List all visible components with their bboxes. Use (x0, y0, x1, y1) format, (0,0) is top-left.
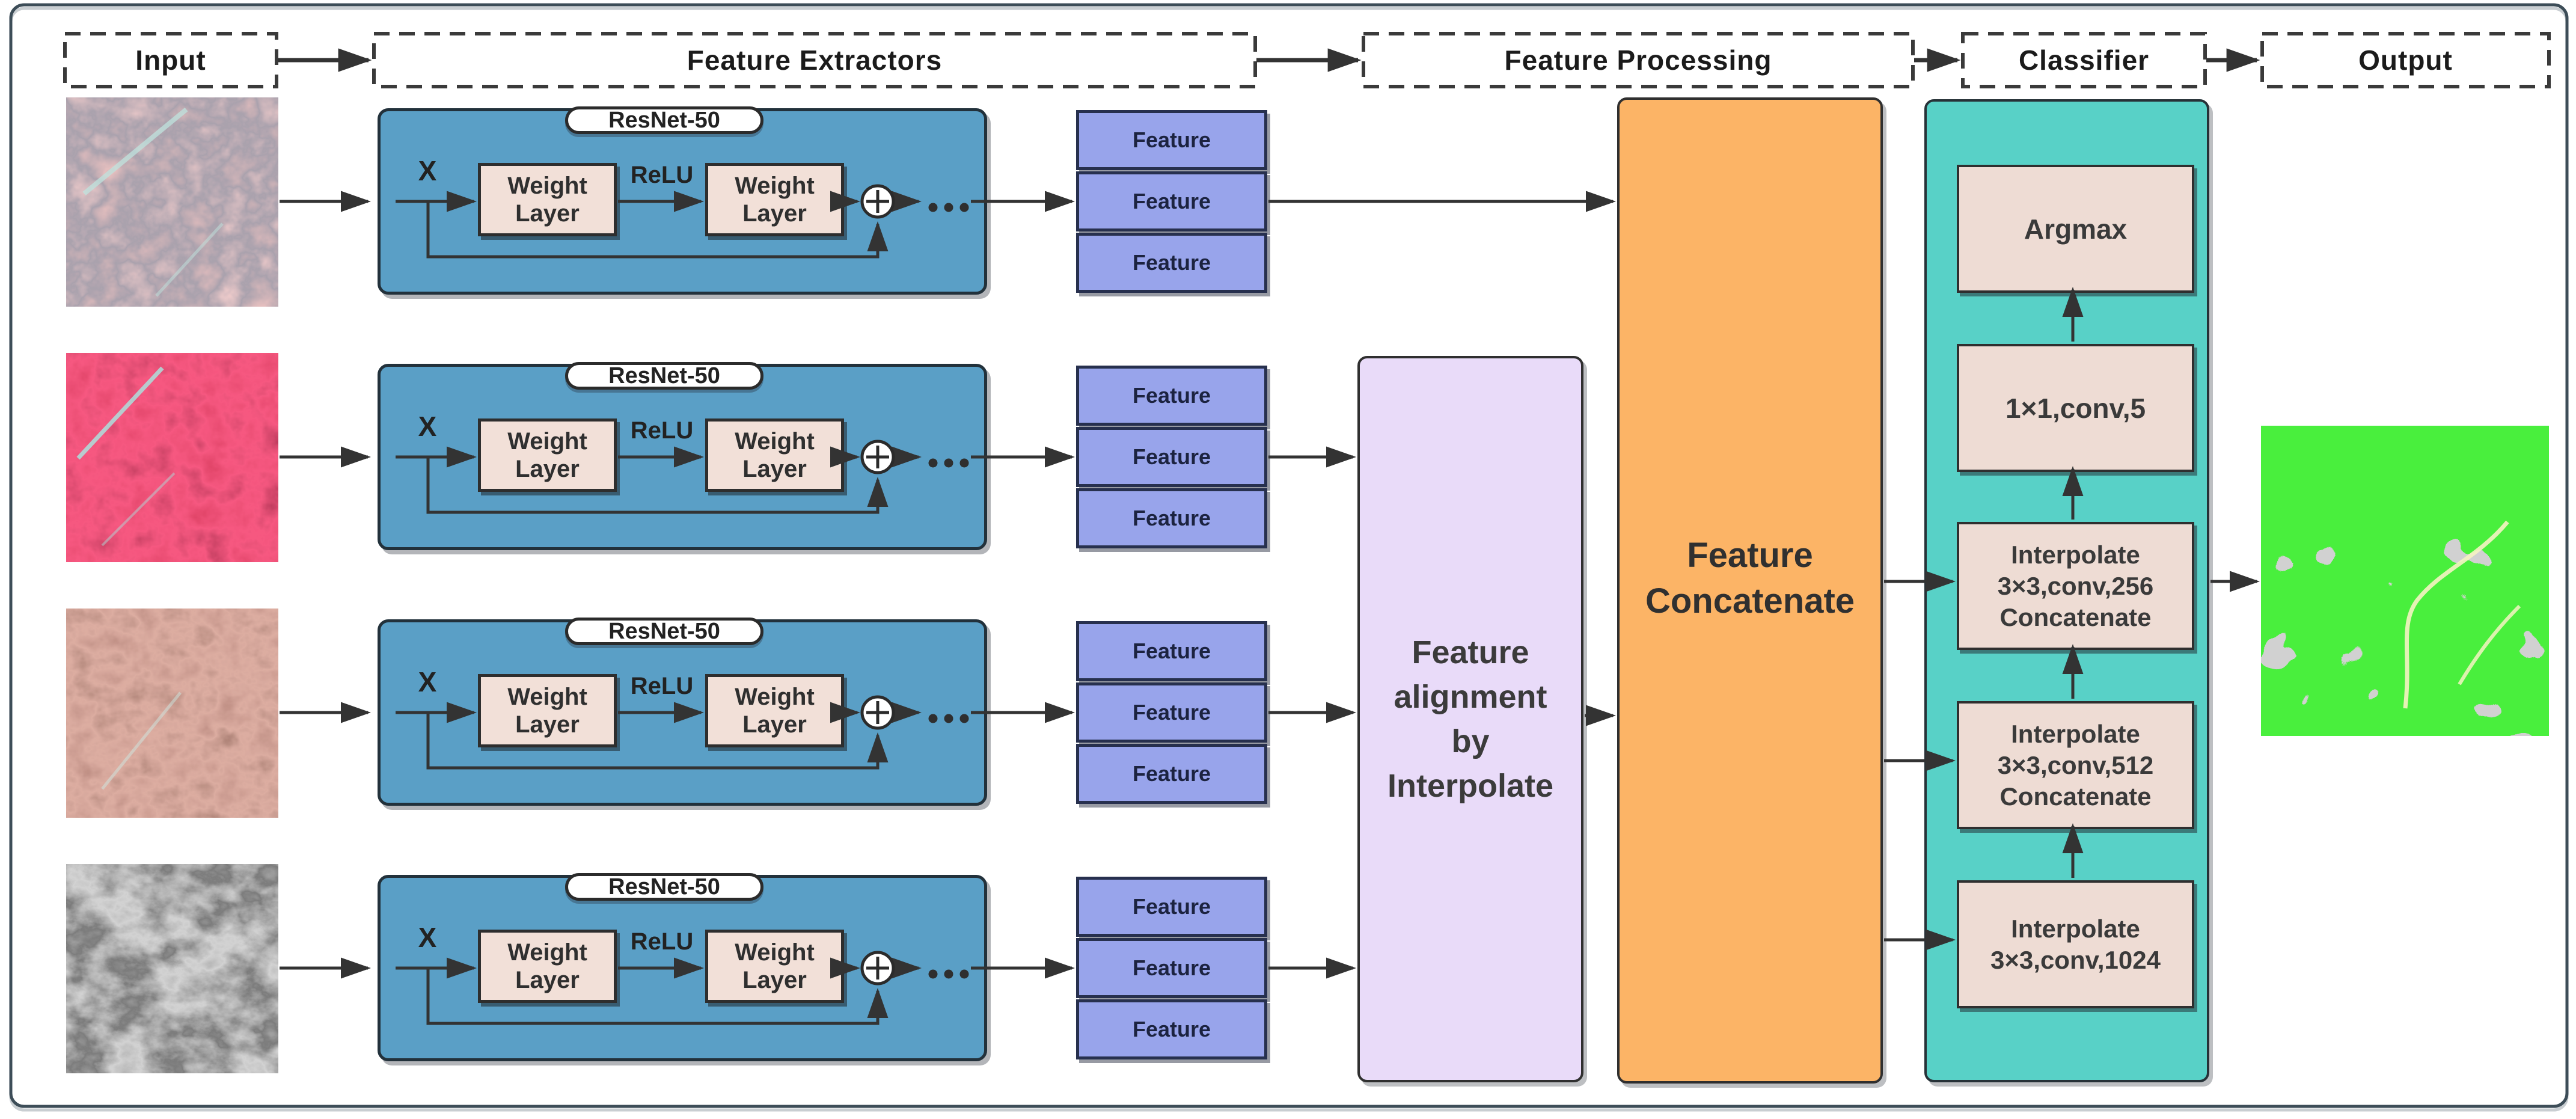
concatenate-line: Feature (1687, 536, 1813, 575)
alignment-line: alignment (1394, 679, 1547, 715)
interp256-line: 3×3,conv,256 (1997, 571, 2154, 600)
interp512-line: Interpolate (2011, 719, 2140, 748)
weight-layer-line: Layer (742, 967, 807, 993)
resnet-block (378, 619, 987, 806)
conv1x1-box: 1×1,conv,5 (1957, 344, 2194, 472)
header-feature-extractors: Feature Extractors (374, 34, 1255, 87)
residual-input-label: X (418, 922, 437, 953)
resnet-label-text: ResNet-50 (608, 363, 720, 388)
alignment-line: by (1451, 723, 1490, 759)
resnet-label: ResNet-50 (565, 873, 763, 901)
feature-box: Feature (1076, 171, 1267, 231)
header-classifier: Classifier (1963, 34, 2205, 87)
weight-layer-line: Weight (507, 684, 587, 710)
feature-box: Feature (1076, 110, 1267, 170)
weight-layer-line: Weight (735, 173, 815, 199)
interp256-line: Concatenate (1999, 602, 2152, 631)
interp1024-box: Interpolate 3×3,conv,1024 (1957, 880, 2194, 1008)
feature-box: Feature (1076, 233, 1267, 293)
argmax-box: Argmax (1957, 165, 2194, 293)
weight-layer-line: Layer (742, 711, 807, 738)
resnet-label: ResNet-50 (565, 362, 763, 390)
argmax-label: Argmax (2024, 213, 2128, 245)
output-map-image (2261, 426, 2549, 736)
resnet-label-text: ResNet-50 (608, 107, 720, 133)
concatenate-line: Concatenate (1645, 581, 1855, 621)
feature-alignment-box: Feature alignment by Interpolate (1357, 356, 1583, 1082)
interp1024-line: 3×3,conv,1024 (1990, 945, 2161, 974)
weight-layer-line: Weight (507, 428, 587, 455)
weight-layer-line: Weight (507, 939, 587, 966)
interp512-line: Concatenate (1999, 782, 2152, 811)
header-feature-processing-label: Feature Processing (1504, 44, 1772, 76)
feature-box: Feature (1076, 877, 1267, 937)
relu-label: ReLU (630, 417, 694, 444)
weight-layer-line: Weight (735, 684, 815, 710)
weight-layer-line: Layer (515, 456, 580, 482)
residual-input-label: X (418, 411, 437, 442)
input-image-1 (66, 97, 278, 307)
feature-box: Feature (1076, 427, 1267, 487)
weight-layer-line: Layer (515, 711, 580, 738)
relu-label: ReLU (630, 928, 694, 955)
alignment-line: Interpolate (1387, 768, 1554, 804)
resnet-block (378, 875, 987, 1061)
alignment-line: Feature (1412, 634, 1529, 670)
feature-box: Feature (1076, 744, 1267, 804)
interp512-line: 3×3,conv,512 (1997, 750, 2154, 779)
input-image-3 (66, 609, 278, 818)
weight-layer-line: Weight (507, 173, 587, 199)
feature-box: Feature (1076, 999, 1267, 1059)
weight-layer-line: Layer (742, 456, 807, 482)
header-input-label: Input (135, 44, 206, 76)
resnet-label-text: ResNet-50 (608, 618, 720, 644)
header-input: Input (65, 34, 277, 87)
conv1x1-label: 1×1,conv,5 (2005, 392, 2146, 424)
weight-layer-line: Weight (735, 939, 815, 966)
classifier-panel: Argmax 1×1,conv,5 Interpolate 3×3,conv,2… (1924, 99, 2209, 1082)
feature-box: Feature (1076, 938, 1267, 998)
header-feature-processing: Feature Processing (1363, 34, 1913, 87)
interp256-line: Interpolate (2011, 540, 2140, 569)
interp1024-line: Interpolate (2011, 914, 2140, 943)
resnet-label-text: ResNet-50 (608, 874, 720, 900)
interp256-box: Interpolate 3×3,conv,256 Concatenate (1957, 522, 2194, 650)
feature-concatenate-box: Feature Concatenate (1617, 97, 1883, 1084)
residual-input-label: X (418, 155, 437, 186)
input-image-4 (66, 864, 278, 1073)
weight-layer-line: Layer (515, 967, 580, 993)
relu-label: ReLU (630, 672, 694, 699)
resnet-label: ResNet-50 (565, 618, 763, 645)
interp512-box: Interpolate 3×3,conv,512 Concatenate (1957, 701, 2194, 829)
resnet-label: ResNet-50 (565, 106, 763, 134)
input-image-2 (66, 353, 278, 562)
header-classifier-label: Classifier (2018, 44, 2150, 76)
feature-box: Feature (1076, 682, 1267, 743)
header-feature-extractors-label: Feature Extractors (687, 44, 943, 76)
feature-box: Feature (1076, 621, 1267, 681)
weight-layer-line: Layer (515, 200, 580, 227)
relu-label: ReLU (630, 161, 694, 188)
feature-box: Feature (1076, 488, 1267, 548)
header-output-label: Output (2358, 44, 2453, 76)
residual-input-label: X (418, 666, 437, 697)
weight-layer-line: Weight (735, 428, 815, 455)
resnet-block (378, 364, 987, 550)
header-output: Output (2262, 34, 2549, 87)
weight-layer-line: Layer (742, 200, 807, 227)
feature-box: Feature (1076, 366, 1267, 426)
resnet-block (378, 108, 987, 295)
